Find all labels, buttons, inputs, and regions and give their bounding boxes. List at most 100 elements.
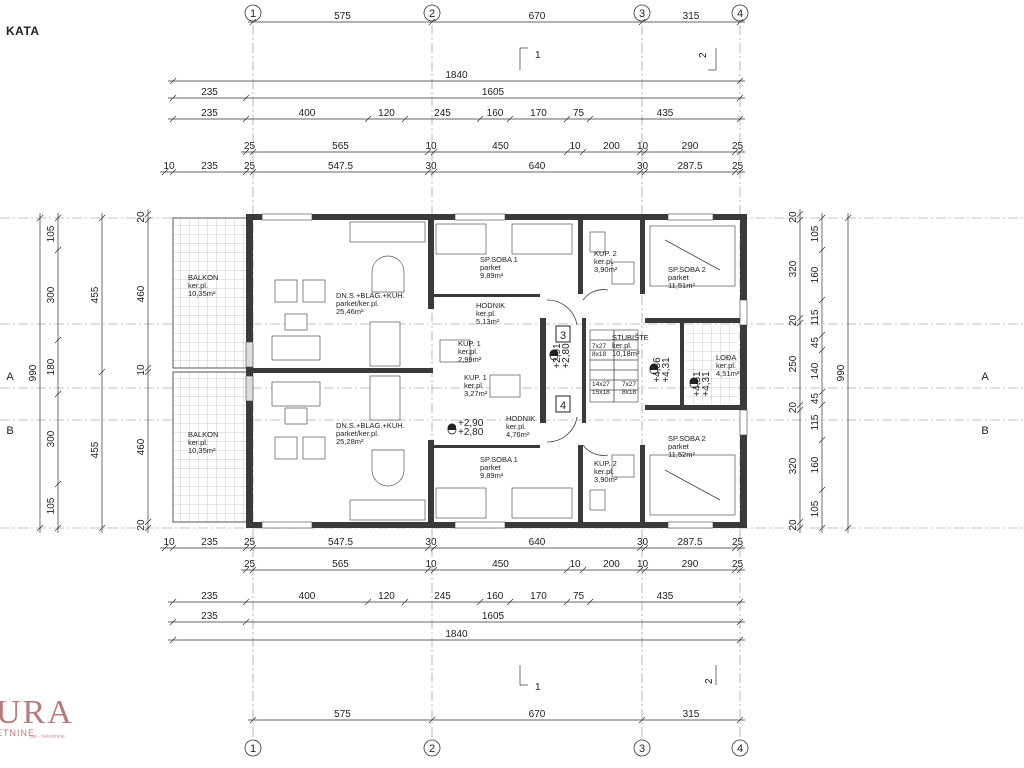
room-name: KUP. 1	[464, 373, 487, 382]
dimension-tick	[796, 518, 804, 526]
dimension-tick	[579, 148, 587, 156]
dimension-tick	[731, 168, 739, 176]
dimension-tick	[736, 148, 744, 156]
dimension-value: 10	[637, 559, 649, 570]
balkon-top-floor	[172, 217, 249, 369]
dimension-value-vertical: 105	[46, 225, 57, 242]
dimension-tick	[796, 314, 804, 322]
dimension-tick	[736, 716, 744, 724]
dimension-value: 287.5	[677, 537, 702, 548]
dimension-tick	[586, 115, 594, 123]
dimension-value-vertical: 115	[810, 309, 821, 325]
dimension-value: 10	[569, 559, 581, 570]
dimension-value: 235	[201, 87, 218, 98]
dimension-tick	[731, 148, 739, 156]
room-area: 11,51m²	[668, 281, 695, 290]
room-finish: ker.pl.	[476, 309, 496, 318]
dimension-tick	[818, 436, 826, 444]
dimension-value-vertical: 45	[810, 337, 821, 349]
dimension-tick	[641, 566, 649, 574]
room-name: SP.SOBA 1	[480, 455, 518, 464]
dimension-value-vertical: 160	[810, 456, 821, 473]
dimension-tick	[430, 148, 438, 156]
level-value: +4,36	[652, 357, 663, 383]
dimension-tick	[242, 566, 250, 574]
level-value: +4,31	[701, 371, 712, 397]
dimension-tick	[364, 598, 372, 606]
dimension-value: 400	[299, 591, 316, 602]
dimension-tick	[242, 168, 250, 176]
dimension-value: 160	[487, 591, 504, 602]
dimension-tick	[430, 168, 438, 176]
dimension-value: 170	[530, 591, 547, 602]
room-area: 9,89m²	[480, 271, 504, 280]
dimension-value-vertical: 20	[788, 315, 799, 327]
dimension-tick	[476, 115, 484, 123]
dimension-tick	[641, 544, 649, 552]
dimension-tick	[818, 524, 826, 532]
dimension-value-vertical: 20	[788, 211, 799, 223]
room-label-dns-top: DN.S.+BLAG.+KUH.parket/ker.pl.25,46m²	[336, 291, 405, 316]
dimension-tick	[736, 168, 744, 176]
dimension-tick	[506, 115, 514, 123]
dimension-value: 235	[201, 161, 218, 172]
room-name: KUP. 2	[594, 459, 617, 468]
logo-tagline: ate - nekretnine	[30, 734, 65, 740]
dimension-tick	[430, 544, 438, 552]
dimension-tick	[563, 598, 571, 606]
dimension-value: 235	[201, 537, 218, 548]
stair-flight-label: 8x18	[592, 351, 606, 358]
room-name: DN.S.+BLAG.+KUH.	[336, 291, 405, 300]
dimension-value: 200	[603, 559, 620, 570]
dimension-value-vertical: 45	[810, 393, 821, 405]
dimension-tick	[144, 524, 152, 532]
axis-bubble	[731, 4, 749, 22]
dimension-value-vertical: 20	[788, 519, 799, 531]
dimension-tick	[818, 346, 826, 354]
dimension-tick	[796, 401, 804, 409]
dimension-value: 290	[682, 559, 699, 570]
room-name: KUP. 2	[594, 249, 617, 258]
dimension-tick	[54, 336, 62, 344]
room-area: 11,52m²	[668, 450, 695, 459]
dimension-tick	[636, 148, 644, 156]
dimension-tick	[36, 524, 44, 532]
dimension-tick	[641, 148, 649, 156]
dimension-tick	[144, 368, 152, 376]
balkon-bottom-floor	[172, 371, 249, 523]
dimension-tick	[169, 168, 177, 176]
dimension-tick	[818, 246, 826, 254]
stair-mark: 3	[555, 325, 571, 343]
room-area: 10,35m²	[188, 289, 216, 298]
dimension-tick	[54, 390, 62, 398]
dimension-value-vertical: 180	[46, 358, 57, 375]
room-label-dns-bottom: DN.S.+BLAG.+KUH.parket/ker.pl.25,28m²	[336, 421, 405, 446]
dimension-value: 450	[492, 559, 509, 570]
dimension-value-vertical: 160	[810, 266, 821, 283]
dimension-tick	[818, 388, 826, 396]
room-area: 3,90m²	[594, 475, 618, 484]
dimension-tick	[144, 216, 152, 224]
room-name: DN.S.+BLAG.+KUH.	[336, 421, 405, 430]
stair-flight-label: 7x27	[622, 381, 636, 388]
room-finish: parket	[668, 273, 690, 282]
room-name: HODNIK	[506, 414, 535, 423]
section-mark-top-2: 2	[698, 52, 709, 58]
level-marker-stair_b: +4,51+4,31	[689, 371, 712, 397]
dimension-value: 30	[637, 161, 649, 172]
dimension-tick	[579, 566, 587, 574]
dimension-value: 565	[332, 559, 349, 570]
dimension-value-vertical: 20	[788, 402, 799, 414]
room-area: 10,35m²	[188, 446, 216, 455]
dimension-tick	[144, 364, 152, 372]
dimension-value-vertical: 455	[90, 441, 101, 458]
dimension-tick	[161, 544, 169, 552]
room-finish: ker.pl.	[464, 381, 484, 390]
